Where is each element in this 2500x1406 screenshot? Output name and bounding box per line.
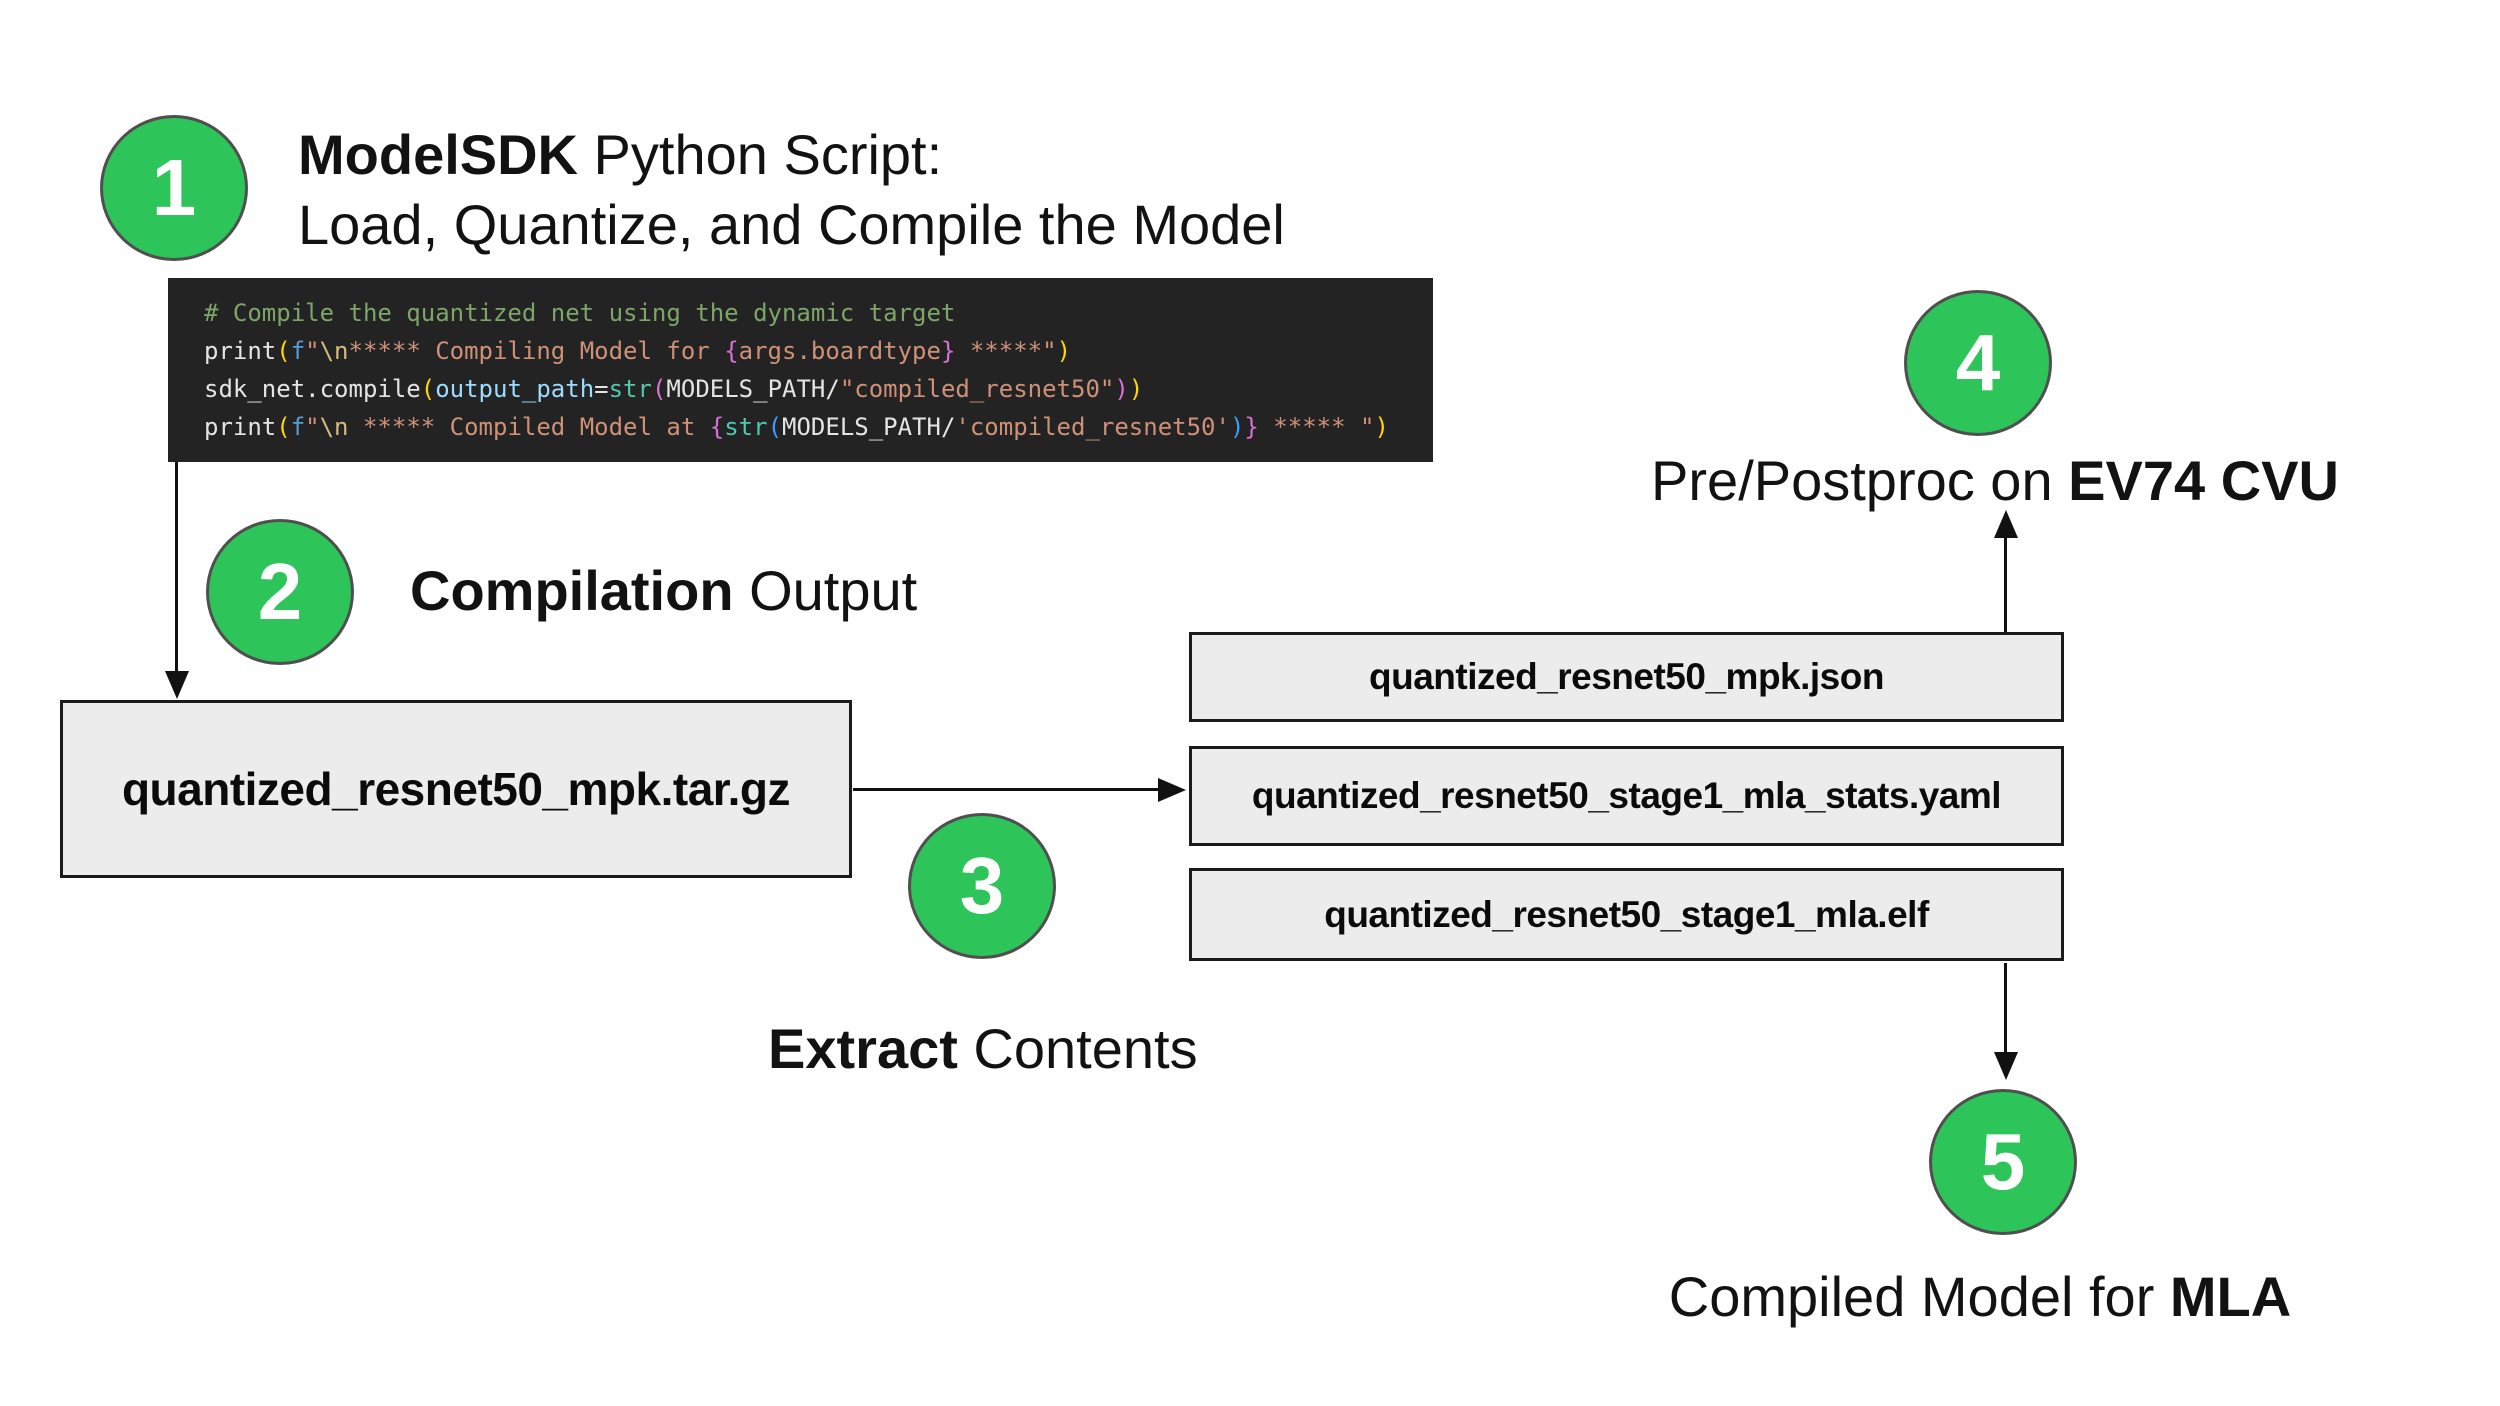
arrow-elf-to-mla-head — [1994, 1052, 2018, 1080]
extracted-file-name-json: quantized_resnet50_mpk.json — [1369, 656, 1884, 697]
step-3-number: 3 — [959, 841, 1005, 930]
step-3-label: Extract Contents — [768, 1014, 1198, 1084]
extracted-file-box-json: quantized_resnet50_mpk.json — [1189, 632, 2064, 722]
step-3-label-rest: Contents — [957, 1017, 1198, 1080]
step-5-label-bold: MLA — [2169, 1265, 2292, 1328]
step-1-number: 1 — [151, 143, 197, 232]
step-5-number: 5 — [1980, 1117, 2026, 1206]
step-2-label-rest: Output — [733, 559, 918, 622]
step-4-label: Pre/Postproc on EV74 CVU — [1600, 446, 2390, 516]
arrow-elf-to-mla-line — [2004, 963, 2007, 1055]
step-3-badge: 3 — [908, 813, 1056, 959]
step-5-label-pre: Compiled Model for — [1668, 1265, 2170, 1328]
step-5-label: Compiled Model for MLA — [1560, 1262, 2400, 1332]
archive-file-name: quantized_resnet50_mpk.tar.gz — [121, 763, 791, 815]
step-2-number: 2 — [257, 547, 303, 636]
extracted-file-name-elf: quantized_resnet50_stage1_mla.elf — [1324, 893, 1929, 935]
step-4-label-pre: Pre/Postproc on — [1651, 449, 2069, 512]
step-1-title: ModelSDK Python Script: Load, Quantize, … — [298, 120, 1285, 260]
step-1-badge: 1 — [100, 115, 248, 261]
archive-file-box: quantized_resnet50_mpk.tar.gz — [60, 700, 852, 878]
step-2-label: Compilation Output — [410, 556, 917, 626]
step-4-label-bold: EV74 CVU — [2068, 449, 2339, 512]
arrow-archive-to-files-line — [853, 788, 1163, 791]
step-2-label-bold: Compilation — [410, 559, 734, 622]
extracted-file-box-yaml: quantized_resnet50_stage1_mla_stats.yaml — [1189, 746, 2064, 846]
step-1-title-rest: Python Script: — [578, 123, 943, 186]
step-3-label-bold: Extract — [768, 1017, 958, 1080]
arrow-code-to-archive-line — [175, 462, 178, 674]
arrow-archive-to-files-head — [1158, 778, 1186, 802]
extracted-file-name-yaml: quantized_resnet50_stage1_mla_stats.yaml — [1251, 775, 2002, 816]
step-5-badge: 5 — [1929, 1089, 2077, 1235]
extracted-file-box-elf: quantized_resnet50_stage1_mla.elf — [1189, 868, 2064, 961]
code-snippet: # Compile the quantized net using the dy… — [168, 278, 1433, 462]
arrow-code-to-archive-head — [165, 671, 189, 699]
arrow-json-to-cvu-line — [2004, 536, 2007, 632]
step-1-title-line2: Load, Quantize, and Compile the Model — [298, 193, 1285, 256]
arrow-json-to-cvu-head — [1994, 510, 2018, 538]
step-1-title-bold: ModelSDK — [298, 123, 578, 186]
step-4-number: 4 — [1955, 318, 2001, 407]
step-1-title-line1: ModelSDK Python Script: — [298, 120, 1285, 190]
step-2-badge: 2 — [206, 519, 354, 665]
step-4-badge: 4 — [1904, 290, 2052, 436]
